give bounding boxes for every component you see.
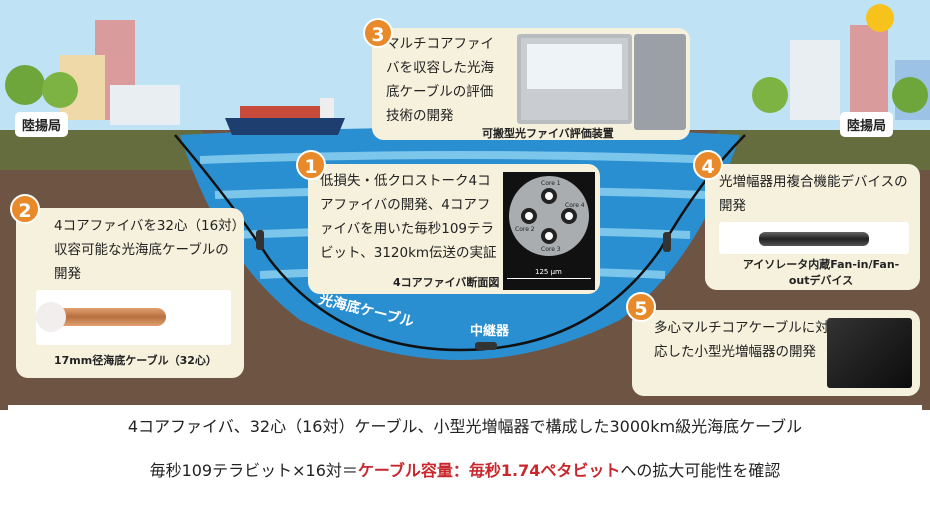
- item-2-box: 4コアファイバを32心（16対）収容可能な光海底ケーブルの開発 17mm径海底ケ…: [16, 208, 244, 378]
- scale-label: 125 µm: [535, 268, 562, 276]
- item-5-box: 多心マルチコアケーブルに対応した小型光増幅器の開発: [632, 310, 920, 396]
- right-buildings-icon: [752, 25, 930, 120]
- fan-in-device-photo: [719, 222, 909, 254]
- item-4-number: 4: [693, 150, 723, 180]
- item-2-number: 2: [10, 194, 40, 224]
- repeater-icon: [475, 342, 497, 350]
- item-2-text: 4コアファイバを32心（16対）収容可能な光海底ケーブルの開発: [54, 218, 239, 282]
- item-4-box: 光増幅器用複合機能デバイスの開発 アイソレータ内蔵Fan-in/Fan-outデ…: [705, 164, 920, 290]
- capacity-highlight: ケーブル容量：毎秒1.74ペタビット: [357, 461, 621, 480]
- item-5-number: 5: [626, 292, 656, 322]
- amplifier-photo: [827, 318, 912, 388]
- item-3-text: マルチコアファイバを収容した光海底ケーブルの評価技術の開発: [386, 36, 494, 124]
- rack-photo: [634, 34, 686, 130]
- core-1-label: Core 1: [541, 180, 561, 187]
- item-4-caption: アイソレータ内蔵Fan-in/Fan-outデバイス: [742, 258, 900, 287]
- ship-icon: [225, 98, 345, 135]
- landing-station-left: 陸揚局: [15, 112, 69, 137]
- summary-suffix: への拡大可能性を確認: [620, 461, 781, 480]
- item-5-text: 多心マルチコアケーブルに対応した小型光増幅器の開発: [654, 320, 829, 360]
- item-1-caption: 4コアファイバ断面図: [393, 276, 500, 289]
- evaluation-device-photo: [517, 34, 632, 124]
- submarine-cable: [174, 134, 746, 352]
- landing-station-right: 陸揚局: [840, 112, 894, 137]
- summary-box: 4コアファイバ、32心（16対）ケーブル、小型光増幅器で構成した3000km級光…: [8, 405, 922, 500]
- summary-line-2: 毎秒109テラビット×16対＝ケーブル容量：毎秒1.74ペタビットへの拡大可能性…: [8, 457, 922, 481]
- summary-line-1: 4コアファイバ、32心（16対）ケーブル、小型光増幅器で構成した3000km級光…: [127, 417, 803, 436]
- repeater-label: 中継器: [470, 324, 510, 339]
- left-buildings-icon: [5, 20, 180, 125]
- item-3-box: マルチコアファイバを収容した光海底ケーブルの評価技術の開発 可搬型光ファイバ評価…: [372, 28, 690, 140]
- core-2-label: Core 2: [515, 226, 535, 233]
- summary-prefix: 毎秒109テラビット×16対＝: [149, 461, 358, 480]
- fiber-cross-section: Core 1 Core 2 Core 3 Core 4 125 µm: [503, 172, 595, 290]
- item-1-box: 低損失・低クロストーク4コアファイバの開発、4コアファイバを用いた毎秒109テラ…: [308, 164, 600, 294]
- sun-icon: [866, 4, 894, 32]
- core-4-label: Core 4: [565, 202, 585, 209]
- core-3-label: Core 3: [541, 246, 561, 253]
- item-4-text: 光増幅器用複合機能デバイスの開発: [719, 174, 908, 214]
- item-1-number: 1: [296, 150, 326, 180]
- item-2-caption: 17mm径海底ケーブル（32心）: [54, 354, 217, 367]
- item-3-caption: 可搬型光ファイバ評価装置: [482, 127, 614, 140]
- item-1-text: 低損失・低クロストーク4コアファイバの開発、4コアファイバを用いた毎秒109テラ…: [320, 173, 497, 261]
- item-3-number: 3: [363, 18, 393, 48]
- cable-photo: [36, 290, 231, 345]
